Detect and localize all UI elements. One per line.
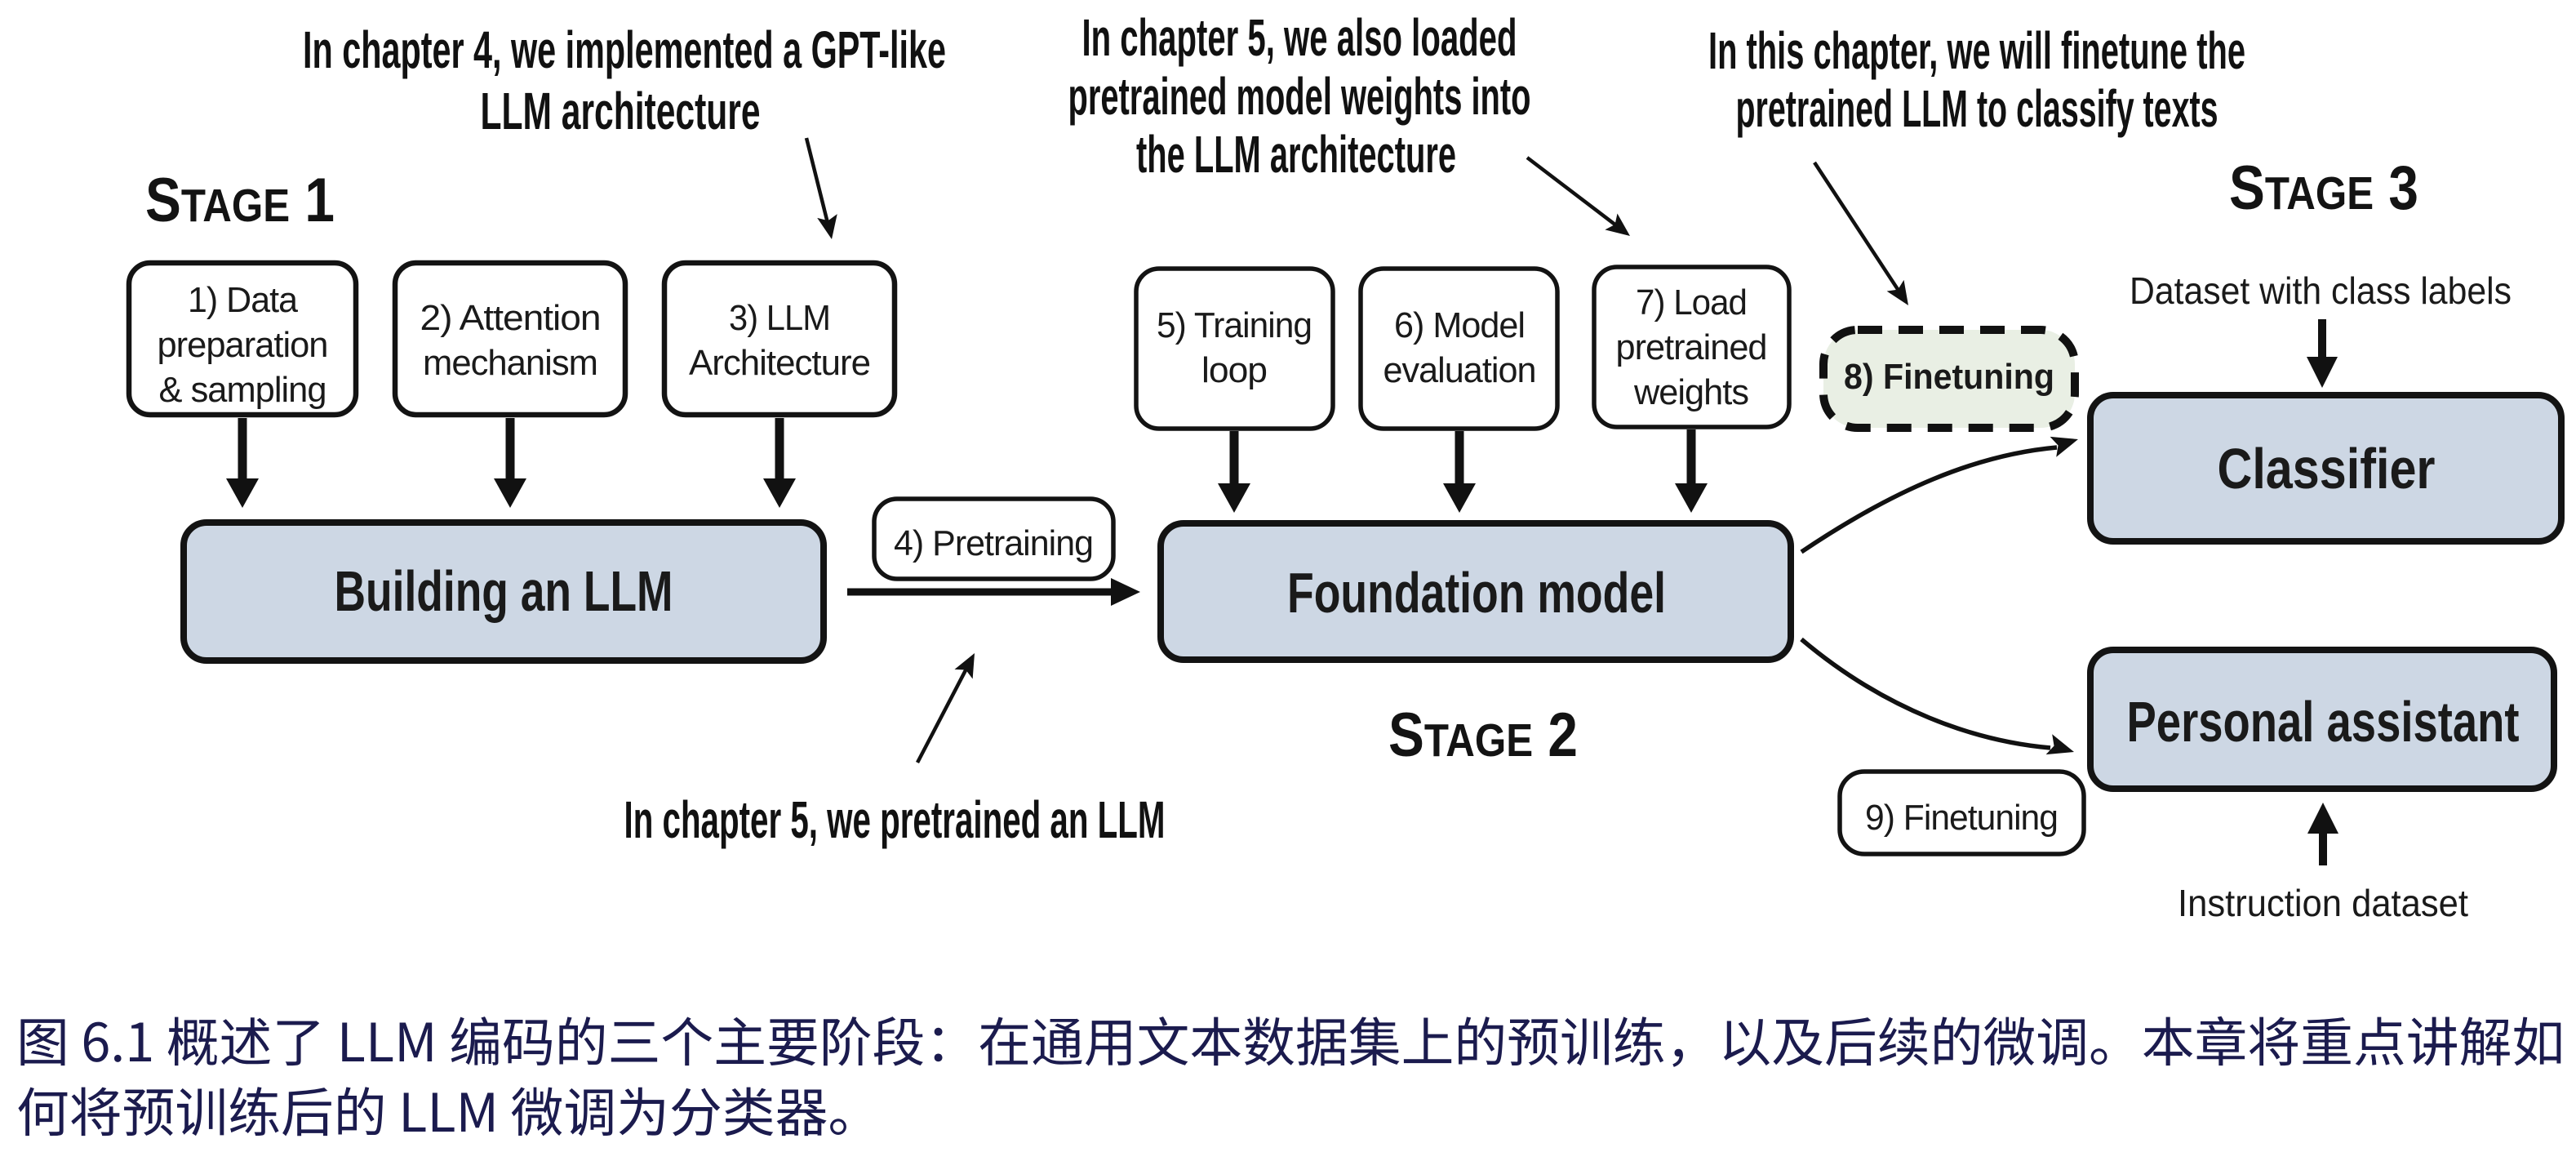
- svg-text:1) Data: 1) Data: [188, 280, 298, 320]
- svg-text:STAGE 2: STAGE 2: [1388, 701, 1578, 770]
- svg-text:& sampling: & sampling: [159, 370, 326, 410]
- svg-text:pretrained model weights into: pretrained model weights into: [1068, 67, 1531, 126]
- svg-text:Personal assistant: Personal assistant: [2127, 690, 2520, 754]
- svg-text:Instruction dataset: Instruction dataset: [2178, 882, 2468, 924]
- svg-text:3) LLM: 3) LLM: [729, 298, 830, 338]
- svg-text:4) Pretraining: 4) Pretraining: [894, 523, 1093, 563]
- svg-text:9) Finetuning: 9) Finetuning: [1865, 798, 2058, 838]
- svg-text:Classifier: Classifier: [2218, 437, 2436, 500]
- svg-text:pretrained LLM to classify tex: pretrained LLM to classify texts: [1736, 79, 2218, 138]
- svg-text:STAGE 1: STAGE 1: [145, 166, 335, 235]
- svg-text:the LLM architecture: the LLM architecture: [1136, 125, 1456, 184]
- svg-text:8) Finetuning: 8) Finetuning: [1844, 357, 2054, 397]
- svg-text:weights: weights: [1633, 372, 1748, 412]
- svg-text:6) Model: 6) Model: [1394, 305, 1525, 345]
- svg-text:LLM architecture: LLM architecture: [481, 82, 761, 140]
- svg-text:In chapter 5, we also loaded: In chapter 5, we also loaded: [1082, 8, 1517, 67]
- svg-text:Foundation model: Foundation model: [1287, 561, 1666, 625]
- svg-text:evaluation: evaluation: [1383, 350, 1536, 390]
- svg-text:preparation: preparation: [158, 325, 328, 365]
- svg-text:pretrained: pretrained: [1616, 327, 1767, 367]
- svg-text:Dataset with class labels: Dataset with class labels: [2130, 269, 2512, 312]
- svg-text:2) Attention: 2) Attention: [420, 298, 601, 338]
- svg-text:In chapter 5, we pretrained an: In chapter 5, we pretrained an LLM: [624, 790, 1166, 849]
- svg-text:mechanism: mechanism: [423, 343, 597, 383]
- svg-text:Building an LLM: Building an LLM: [335, 559, 673, 623]
- svg-text:loop: loop: [1201, 350, 1267, 390]
- svg-text:In chapter 4, we implemented a: In chapter 4, we implemented a GPT-like: [303, 20, 946, 79]
- svg-text:Architecture: Architecture: [689, 343, 870, 383]
- svg-text:STAGE 3: STAGE 3: [2229, 153, 2418, 223]
- svg-text:5) Training: 5) Training: [1157, 305, 1312, 345]
- svg-text:In this chapter, we will finet: In this chapter, we will finetune the: [1708, 21, 2245, 80]
- svg-text:7) Load: 7) Load: [1636, 282, 1747, 322]
